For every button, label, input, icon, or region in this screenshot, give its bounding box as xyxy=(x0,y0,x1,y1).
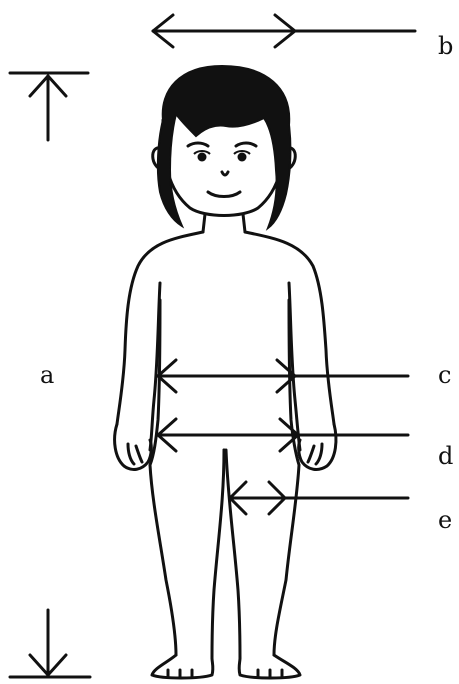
child-body-outline xyxy=(115,214,336,678)
label-c-chest: c xyxy=(438,363,451,387)
child-hair xyxy=(158,66,291,228)
hip-arrow xyxy=(158,419,408,451)
head-width-arrow xyxy=(153,15,415,47)
label-d-hip: d xyxy=(438,444,453,468)
label-e-thigh: e xyxy=(438,508,452,532)
label-a-height: a xyxy=(40,363,54,387)
label-b-head-width: b xyxy=(438,34,453,58)
thigh-arrow xyxy=(230,482,408,514)
child-eyes xyxy=(194,151,250,162)
chest-arrow xyxy=(158,360,408,392)
